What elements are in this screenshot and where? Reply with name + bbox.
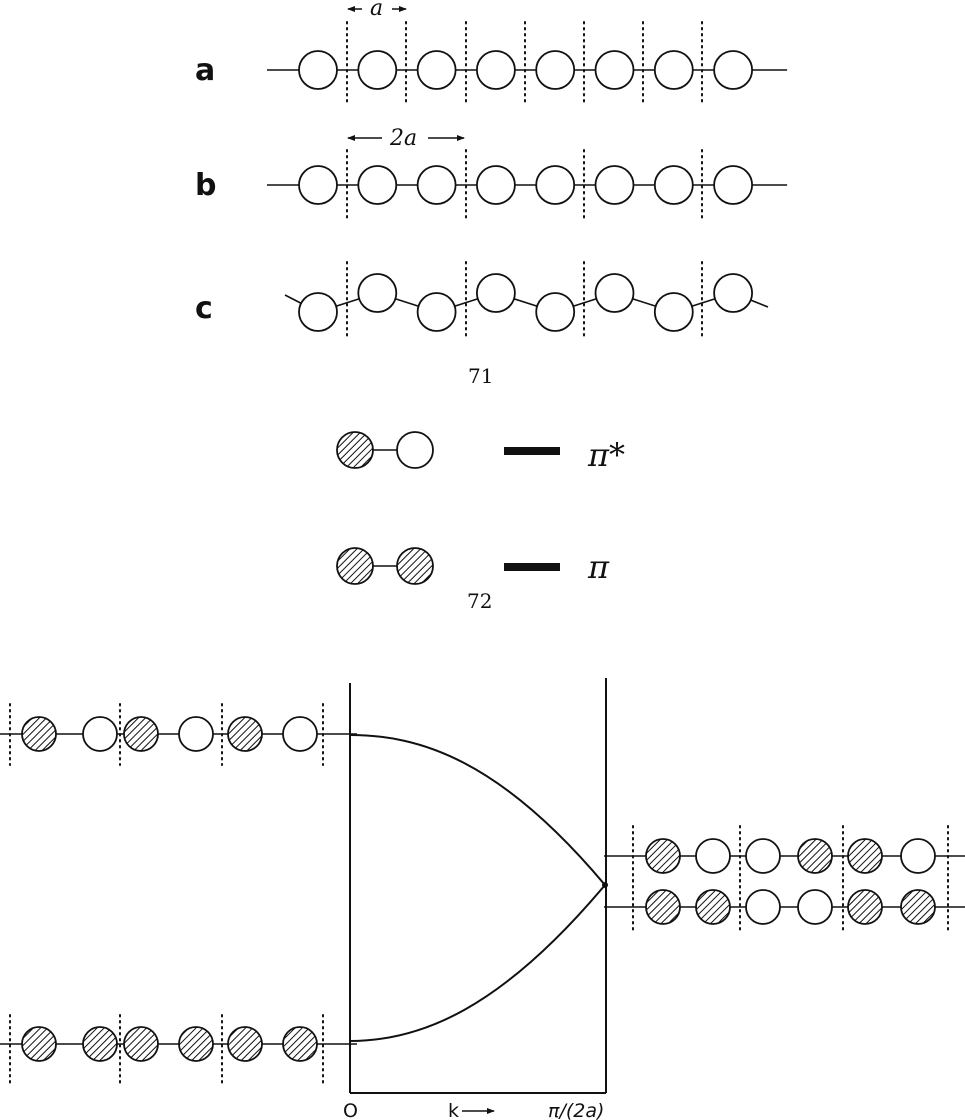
atom-open: [298, 165, 338, 205]
atom-open: [594, 165, 635, 205]
pi-level-bar: [504, 563, 560, 571]
atom-open: [900, 838, 936, 874]
lower-band-curve: [349, 884, 606, 1042]
x-origin-label: O: [343, 1100, 358, 1120]
chain-kmax-upper: [604, 825, 965, 887]
pi-label: π: [587, 548, 610, 586]
atom-open: [535, 165, 576, 205]
atom-open: [695, 838, 731, 874]
pi-orbital: π: [336, 547, 610, 586]
atom-shaded: [227, 716, 263, 752]
atom-shaded: [645, 889, 681, 925]
atom-open: [82, 716, 118, 752]
atom-open: [416, 50, 457, 90]
atom-open: [475, 50, 516, 90]
k-axis-label: k: [448, 1100, 459, 1120]
chain-k0-lower: [0, 1014, 357, 1086]
row-label-b: b: [195, 168, 216, 203]
pi-star-atom-2-open: [396, 431, 434, 469]
x-end-label: π/(2a): [548, 1100, 604, 1120]
atom-open: [713, 165, 753, 205]
atom-open: [745, 889, 781, 925]
pi-star-level-bar: [504, 447, 560, 455]
band-crossing-point: [602, 882, 608, 888]
atom-open: [416, 292, 457, 332]
atom-shaded: [82, 1026, 118, 1062]
atom-open: [535, 292, 576, 332]
atom-open: [653, 292, 694, 332]
atom-shaded: [178, 1026, 214, 1062]
pi-star-orbital: π*: [336, 431, 625, 474]
atom-open: [713, 273, 753, 313]
pi-atom-1-shaded: [336, 547, 374, 585]
atom-open: [298, 50, 338, 90]
atom-open: [357, 273, 398, 313]
pi-star-atom-1-shaded: [336, 431, 374, 469]
row-label-c: c: [195, 291, 213, 326]
spacing-a-label: a: [370, 0, 383, 21]
atom-shaded: [847, 838, 883, 874]
atom-shaded: [900, 889, 936, 925]
atom-open: [357, 165, 398, 205]
chain-a: a a: [195, 0, 788, 105]
upper-band-curve: [349, 734, 606, 886]
atom-open: [357, 50, 398, 90]
atom-shaded: [21, 1026, 57, 1062]
atom-open: [178, 716, 214, 752]
atom-shaded: [695, 889, 731, 925]
atom-shaded: [21, 716, 57, 752]
spacing-2a-label: 2a: [389, 126, 417, 151]
row-label-a: a: [195, 53, 215, 88]
atom-open: [797, 889, 833, 925]
atom-open: [475, 165, 516, 205]
atom-shaded: [847, 889, 883, 925]
chain-c: c: [195, 261, 769, 337]
atom-shaded: [282, 1026, 318, 1062]
atom-open: [594, 273, 635, 313]
atom-shaded: [227, 1026, 263, 1062]
pi-star-label: π*: [587, 436, 625, 474]
atom-shaded: [645, 838, 681, 874]
figure-72-label: 72: [467, 589, 492, 613]
atom-open: [298, 292, 338, 332]
atom-open: [745, 838, 781, 874]
chain-kmax-lower: [604, 879, 965, 933]
atom-open: [282, 716, 318, 752]
atom-open: [594, 50, 635, 90]
atom-shaded: [797, 838, 833, 874]
atom-open: [475, 273, 516, 313]
pi-atom-2-shaded: [396, 547, 434, 585]
band-diagram: O k π/(2a): [343, 678, 608, 1120]
atom-open: [653, 165, 694, 205]
chain-b: b 2a: [195, 126, 788, 223]
atom-shaded: [123, 716, 159, 752]
atom-open: [713, 50, 753, 90]
chain-k0-upper: [0, 703, 357, 766]
figure-71-label: 71: [468, 364, 493, 388]
atom-shaded: [123, 1026, 159, 1062]
atom-open: [653, 50, 694, 90]
atom-open: [416, 165, 457, 205]
atom-open: [535, 50, 576, 90]
